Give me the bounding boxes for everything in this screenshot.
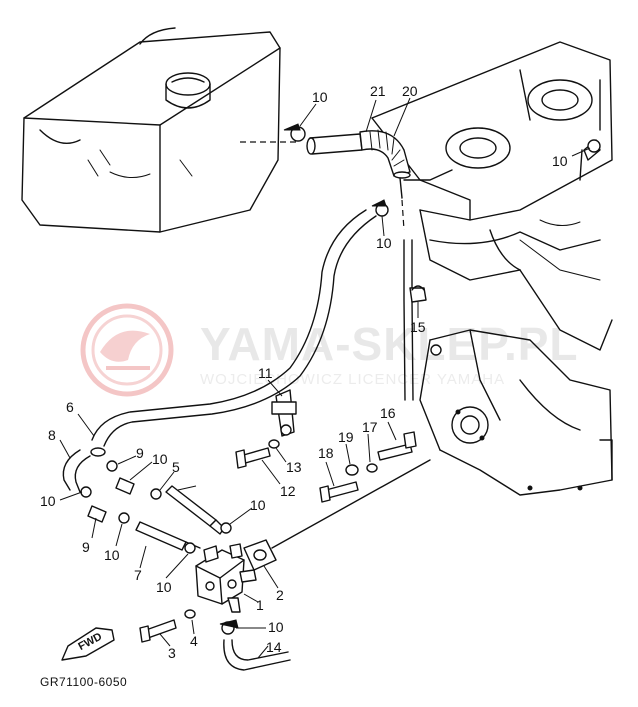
hose-5 xyxy=(165,485,225,535)
callout-13: 13 xyxy=(286,459,302,475)
callout-1: 1 xyxy=(256,597,264,613)
fwd-arrow: FWD xyxy=(61,627,115,661)
callout-9: 9 xyxy=(82,539,90,555)
callout-20: 20 xyxy=(402,83,418,99)
gasket xyxy=(243,459,431,571)
callout-10: 10 xyxy=(552,153,568,169)
callout-10: 10 xyxy=(152,451,168,467)
callout-16: 16 xyxy=(380,405,396,421)
hose-8 xyxy=(62,449,91,493)
callout-10: 10 xyxy=(312,89,328,105)
watermark-title: YAMA-SKLEP.PL xyxy=(200,318,579,370)
callout-9: 9 xyxy=(136,445,144,461)
oil-pump xyxy=(195,543,271,613)
hose-14 xyxy=(223,639,291,671)
callouts: 10 21 20 10 10 15 11 6 8 10 9 10 5 10 9 … xyxy=(40,83,568,661)
engine-cover xyxy=(371,41,613,351)
callout-2: 2 xyxy=(276,587,284,603)
callout-3: 3 xyxy=(168,645,176,661)
watermark: YAMA-SKLEP.PL WOJCIECHOWICZ LICENCER YAM… xyxy=(80,303,579,397)
callout-11: 11 xyxy=(258,365,273,381)
callout-4: 4 xyxy=(190,633,198,649)
callout-17: 17 xyxy=(362,419,378,435)
callout-15: 15 xyxy=(410,319,426,335)
long-hose xyxy=(90,209,377,457)
bolts xyxy=(139,431,417,643)
callout-10: 10 xyxy=(156,579,172,595)
callout-10: 10 xyxy=(268,619,284,635)
callout-5: 5 xyxy=(172,459,180,475)
diagram-code: GR71100-6050 xyxy=(40,675,127,689)
callout-10: 10 xyxy=(250,497,266,513)
bracket xyxy=(271,389,297,437)
callout-10: 10 xyxy=(104,547,120,563)
callout-10: 10 xyxy=(40,493,56,509)
upper-hose xyxy=(306,129,453,401)
callout-19: 19 xyxy=(338,429,354,445)
nipples xyxy=(87,477,135,523)
callout-6: 6 xyxy=(66,399,74,415)
engine-block xyxy=(419,239,613,496)
leader-lines xyxy=(59,97,591,659)
watermark-subtitle: WOJCIECHOWICZ LICENCER YAMAHA xyxy=(200,371,505,388)
callout-21: 21 xyxy=(370,83,386,99)
oil-tank xyxy=(21,27,300,233)
callout-18: 18 xyxy=(318,445,334,461)
callout-8: 8 xyxy=(48,427,56,443)
callout-14: 14 xyxy=(266,639,282,655)
callout-12: 12 xyxy=(280,483,296,499)
callout-7: 7 xyxy=(134,567,142,583)
callout-10: 10 xyxy=(376,235,392,251)
hose-clips xyxy=(80,123,601,635)
